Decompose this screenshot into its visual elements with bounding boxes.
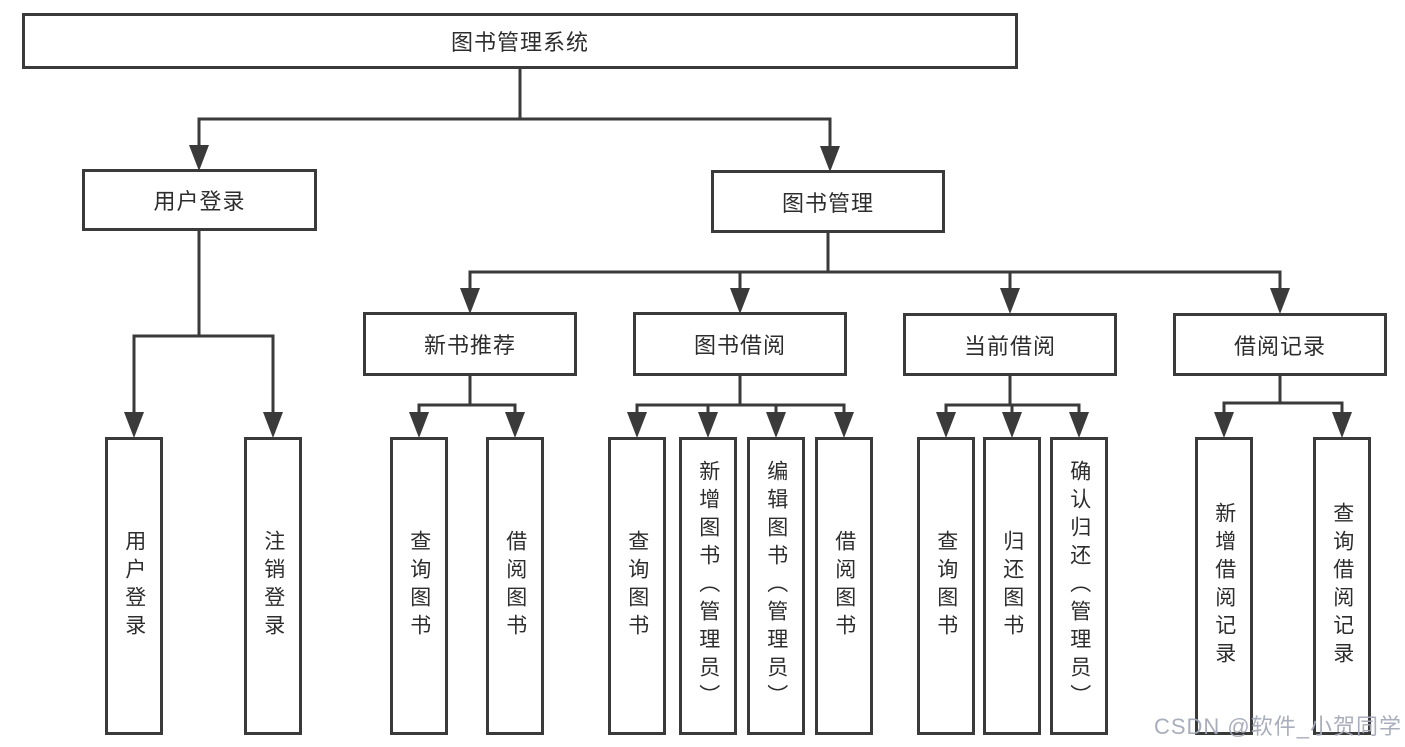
leaf-user-login: 用户登录 (105, 437, 163, 735)
node-label: 查询图书 (625, 530, 649, 642)
leaf-return-book: 归还图书 (983, 437, 1041, 735)
node-label: 查询借阅记录 (1330, 502, 1354, 670)
leaf-borrow-book-recommend: 借阅图书 (486, 437, 544, 735)
node-label: 查询图书 (934, 530, 958, 642)
node-label: 新书推荐 (423, 333, 516, 358)
connector-current-borrow-to-leaves (936, 376, 1089, 438)
leaf-add-book-admin: 新增图书（管理员） (679, 437, 737, 735)
node-root-system: 图书管理系统 (22, 13, 1018, 69)
connector-user-login-to-leaves (124, 231, 283, 438)
node-label: 注销登录 (261, 530, 285, 642)
node-label: 图书管理系统 (450, 30, 589, 55)
node-label: 图书管理 (781, 190, 874, 216)
node-label: 借阅图书 (503, 530, 527, 642)
node-book-borrow: 图书借阅 (633, 312, 847, 376)
connector-root-to-level2 (189, 69, 840, 172)
node-label: 查询图书 (407, 530, 431, 642)
leaf-confirm-return-admin: 确认归还（管理员） (1050, 437, 1108, 735)
leaf-query-book-borrow: 查询图书 (608, 437, 666, 735)
node-current-borrow: 当前借阅 (903, 313, 1117, 376)
node-label: 借阅图书 (832, 530, 856, 642)
node-label: 当前借阅 (963, 333, 1056, 359)
node-book-management: 图书管理 (711, 170, 945, 233)
node-label: 图书借阅 (693, 333, 786, 358)
connector-book-mgmt-to-level3 (460, 233, 1290, 314)
node-borrow-record: 借阅记录 (1173, 313, 1387, 376)
leaf-query-borrow-record: 查询借阅记录 (1313, 437, 1371, 735)
connector-new-book-to-leaves (409, 376, 525, 438)
node-label: 用户登录 (153, 189, 246, 214)
node-label: 用户登录 (122, 530, 146, 642)
leaf-borrow-book: 借阅图书 (815, 437, 873, 735)
node-user-login: 用户登录 (82, 169, 317, 231)
leaf-logout: 注销登录 (244, 437, 302, 735)
node-label: 确认归还（管理员） (1067, 460, 1091, 712)
leaf-edit-book-admin: 编辑图书（管理员） (747, 437, 805, 735)
node-label: 新增图书（管理员） (696, 460, 720, 712)
node-new-book-recommend: 新书推荐 (363, 312, 577, 376)
node-label: 编辑图书（管理员） (764, 460, 788, 712)
connector-book-borrow-to-leaves (627, 376, 854, 438)
node-label: 借阅记录 (1233, 333, 1326, 359)
connector-borrow-record-to-leaves (1214, 376, 1352, 438)
leaf-query-book-recommend: 查询图书 (390, 437, 448, 735)
leaf-add-borrow-record: 新增借阅记录 (1195, 437, 1253, 735)
node-label: 新增借阅记录 (1212, 502, 1236, 670)
node-label: 归还图书 (1000, 530, 1024, 642)
leaf-query-book-current: 查询图书 (917, 437, 975, 735)
